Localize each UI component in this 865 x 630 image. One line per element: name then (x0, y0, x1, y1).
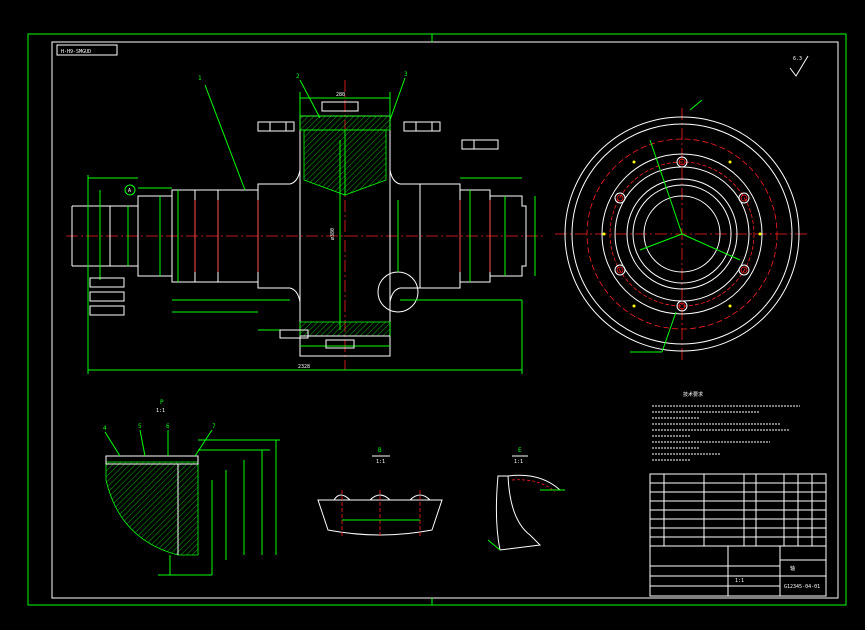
shaft-front-view: 2328 280 ø380 1 2 3 (66, 71, 545, 374)
top-stamp-box (56, 44, 118, 56)
svg-text:1:1: 1:1 (514, 459, 523, 465)
title-block: 轴 G12345-04-01 1:1 (649, 473, 827, 597)
overall-length-dim: 2328 (298, 364, 310, 370)
svg-text:B: B (378, 447, 382, 454)
svg-text:5: 5 (138, 423, 142, 430)
svg-text:3: 3 (404, 71, 408, 78)
bore-dia-dim: ø380 (330, 228, 336, 240)
svg-text:技术要求: 技术要求 (683, 391, 703, 398)
section-view-b: B 1:1 (317, 447, 443, 538)
svg-text:1: 1 (198, 75, 202, 82)
svg-text:6.3: 6.3 (793, 56, 802, 62)
detail-view-e: E 1:1 (487, 447, 565, 551)
top-stamp-text: H-H9-SMGUD (61, 49, 91, 55)
detail-view-p: P 1:1 4 5 6 7 (103, 399, 280, 576)
svg-text:E: E (518, 447, 522, 454)
hub-length-dim: 280 (336, 92, 345, 98)
flange-end-view (555, 99, 810, 362)
svg-text:4: 4 (103, 425, 107, 432)
part-name: 轴 (790, 565, 795, 572)
svg-text:2: 2 (296, 73, 300, 80)
svg-text:1:1: 1:1 (376, 459, 385, 465)
svg-text:7: 7 (212, 423, 216, 430)
roughness-symbol: 6.3 (789, 55, 809, 77)
outer-border (27, 33, 847, 606)
svg-text:A: A (128, 188, 131, 194)
svg-text:1:1: 1:1 (156, 408, 165, 414)
drawing-number: G12345-04-01 (784, 584, 820, 590)
svg-text:P: P (160, 399, 164, 406)
technical-notes: 技术要求 (652, 391, 800, 461)
inner-border (51, 41, 839, 599)
svg-text:6: 6 (166, 423, 170, 430)
drawing-scale: 1:1 (735, 578, 744, 584)
